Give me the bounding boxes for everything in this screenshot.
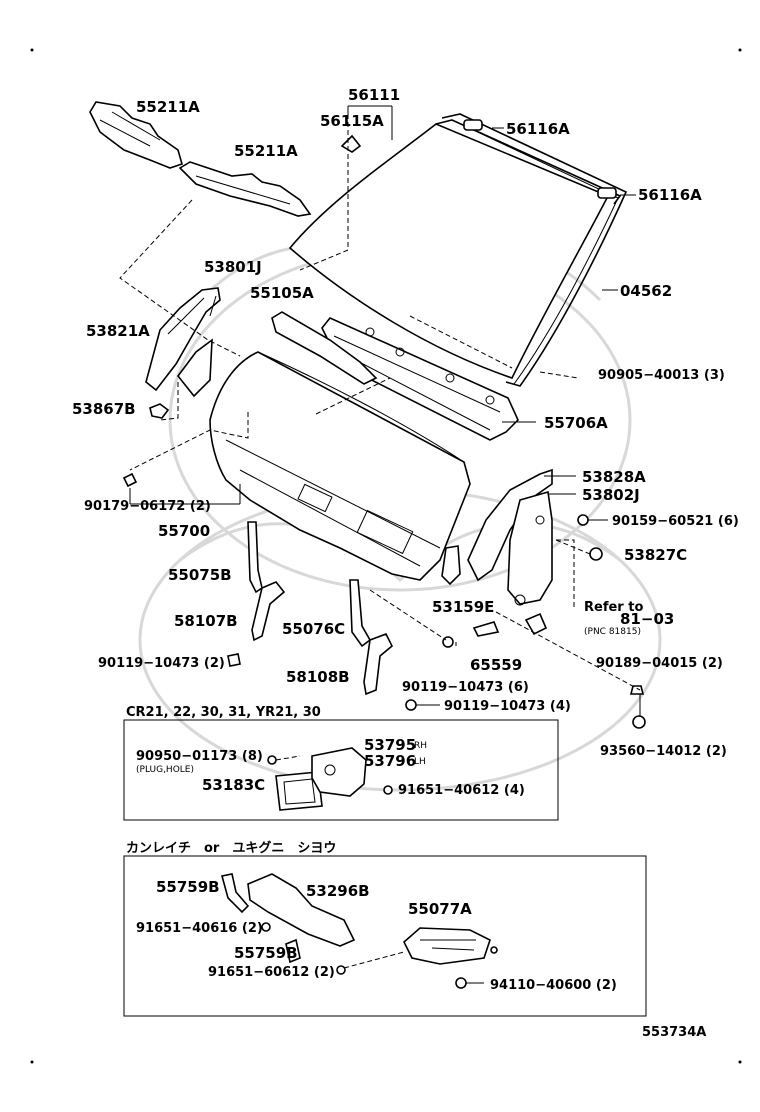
pillar-left-53801j [145, 287, 221, 398]
label-55211a-lower: 55211A [234, 142, 298, 160]
label-53183c: 53183C [202, 776, 265, 794]
bolt-90179 [122, 472, 138, 488]
label-53795: 53795 [364, 736, 416, 754]
label-rh: RH [414, 741, 427, 751]
brace-55076c [349, 579, 372, 648]
grommet-93560 [632, 715, 646, 729]
label-plug-hole: (PLUG,HOLE) [136, 765, 194, 775]
label-53159e: 53159E [432, 598, 494, 616]
label-93560: 93560−14012 (2) [600, 744, 727, 759]
label-55076c: 55076C [282, 620, 345, 638]
refer-81-03-part [524, 612, 548, 636]
label-90179: 90179−06172 (2) [84, 499, 211, 514]
part-labels: 55211A 55211A 56111 56115A 56116A 56116A… [72, 86, 739, 759]
label-53827c: 53827C [624, 546, 687, 564]
cowl-ventilator-55706a [321, 317, 519, 441]
label-53801j: 53801J [204, 258, 262, 276]
label-55759b-upper: 55759B [156, 878, 220, 896]
dash-panel-55700 [209, 351, 471, 581]
clip-65559 [472, 621, 500, 637]
label-55700: 55700 [158, 522, 210, 540]
label-90950: 90950−01173 (8) [136, 749, 263, 764]
label-53821a: 53821A [86, 322, 150, 340]
label-90189: 90189−04015 (2) [596, 656, 723, 671]
box-cr21-variant [123, 719, 559, 821]
clip-56116a-top [463, 119, 483, 131]
box-cold-area-variant [123, 855, 647, 1017]
corner-marks [30, 48, 742, 1064]
label-56115a: 56115A [320, 112, 384, 130]
label-lh: LH [414, 757, 426, 767]
label-53867b: 53867B [72, 400, 136, 418]
label-55105a: 55105A [250, 284, 314, 302]
label-56111: 56111 [348, 86, 400, 104]
seal-55211a-upper [89, 101, 183, 169]
label-90119-left: 90119−10473 (2) [98, 656, 225, 671]
label-53296b: 53296B [306, 882, 370, 900]
label-91651-40612: 91651−40612 (4) [398, 783, 525, 798]
label-90119-center: 90119−10473 (6) [402, 680, 529, 695]
screw-90159 [577, 514, 589, 526]
label-65559: 65559 [470, 656, 522, 674]
brace-58107b [251, 581, 286, 642]
label-55706a: 55706A [544, 414, 608, 432]
spacer-56115a [340, 134, 362, 153]
label-55077a: 55077A [408, 900, 472, 918]
windshield-glass [288, 119, 622, 379]
box2-title: カンレイチ or ユキグニ シヨウ [126, 840, 336, 856]
label-91651-40616: 91651−40616 (2) [136, 921, 263, 936]
label-refer-pnc: (PNC 81815) [584, 627, 641, 637]
bolt-90119-left [227, 653, 241, 667]
label-56116a-top: 56116A [506, 120, 570, 138]
label-04562: 04562 [620, 282, 672, 300]
label-55075b: 55075B [168, 566, 232, 584]
label-refer-to: Refer to [584, 600, 643, 615]
label-55759b-lower: 55759B [234, 944, 298, 962]
brace-58108b [363, 632, 393, 696]
label-53802j: 53802J [582, 486, 640, 504]
label-90905: 90905−40013 (3) [598, 368, 725, 383]
bracket-53159e [441, 545, 461, 586]
label-53828a: 53828A [582, 468, 646, 486]
label-90159: 90159−60521 (6) [612, 514, 739, 529]
label-91651-60612: 91651−60612 (2) [208, 965, 335, 980]
bolt-90119-bottom [405, 699, 417, 711]
nut-53827c [589, 547, 603, 561]
label-53796: 53796 [364, 752, 416, 770]
leader-lines [119, 105, 641, 716]
windshield-moulding [441, 113, 628, 387]
pillar-right-53802j [467, 468, 553, 606]
cowl-strip-55105a [271, 311, 378, 385]
label-58107b: 58107B [174, 612, 238, 630]
box1-labels: CR21, 22, 30, 31, YR21, 30 90950−01173 (… [126, 705, 525, 798]
box1-title: CR21, 22, 30, 31, YR21, 30 [126, 705, 321, 720]
clip-53867b [149, 403, 170, 419]
label-90119-bottom: 90119−10473 (4) [444, 699, 571, 714]
label-56116a-right: 56116A [638, 186, 702, 204]
diagram-id: 553734A [642, 1025, 706, 1040]
box2-labels: カンレイチ or ユキグニ シヨウ 55759B 53296B 55077A 9… [126, 840, 617, 993]
label-55211a-upper: 55211A [136, 98, 200, 116]
label-refer-81-03: 81−03 [620, 610, 674, 628]
label-58108b: 58108B [286, 668, 350, 686]
label-94110: 94110−40600 (2) [490, 978, 617, 993]
clip-56116a-right [597, 187, 617, 199]
screw-90189 [629, 685, 645, 695]
brace-55075b [247, 521, 263, 594]
seal-55211a-lower [178, 161, 312, 217]
